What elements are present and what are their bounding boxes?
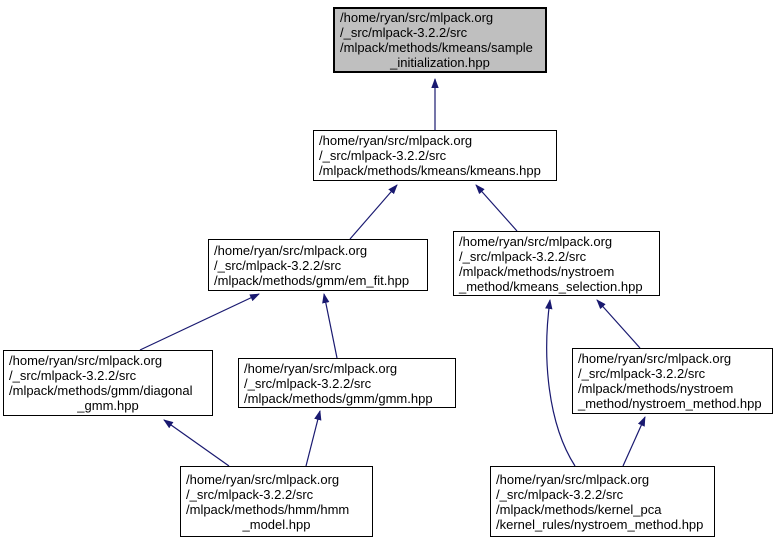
node-path-line: _initialization.hpp bbox=[390, 55, 490, 70]
node-path-line: /_src/mlpack-3.2.2/src bbox=[214, 257, 342, 273]
node-path-line: _method/kmeans_selection.hpp bbox=[459, 278, 643, 294]
node-kmeans-selection-hpp[interactable]: /home/ryan/src/mlpack.org /_src/mlpack-3… bbox=[453, 231, 660, 296]
node-path-line: /mlpack/methods/kmeans/sample bbox=[340, 40, 533, 55]
node-path-line: /_src/mlpack-3.2.2/src bbox=[186, 486, 314, 502]
node-path-line: /mlpack/methods/kmeans/kmeans.hpp bbox=[319, 163, 541, 178]
node-sample-initialization-hpp[interactable]: /home/ryan/src/mlpack.org /_src/mlpack-3… bbox=[333, 7, 547, 73]
node-path-line: _model.hpp bbox=[242, 516, 311, 532]
node-path-line: /mlpack/methods/gmm/em_fit.hpp bbox=[214, 272, 410, 288]
node-path-line: /mlpack/methods/hmm/hmm bbox=[186, 501, 350, 517]
edge-kernel-pca-to-kmeans-selection bbox=[545, 299, 576, 467]
node-path-line: /home/ryan/src/mlpack.org bbox=[496, 471, 650, 487]
node-nystroem-method-hpp[interactable]: /home/ryan/src/mlpack.org /_src/mlpack-3… bbox=[572, 348, 773, 414]
edge-em-fit-to-kmeans bbox=[349, 184, 398, 240]
edge-nystroem-method-to-kmeans-selection bbox=[596, 299, 641, 349]
node-path-line: /home/ryan/src/mlpack.org bbox=[214, 242, 368, 258]
node-path-line: /_src/mlpack-3.2.2/src bbox=[459, 248, 587, 264]
node-path-line: /mlpack/methods/gmm/gmm.hpp bbox=[244, 390, 433, 406]
node-kernel-pca-nystroem-method-hpp[interactable]: /home/ryan/src/mlpack.org /_src/mlpack-3… bbox=[490, 466, 715, 537]
node-gmm-hpp[interactable]: /home/ryan/src/mlpack.org /_src/mlpack-3… bbox=[238, 358, 456, 408]
node-path-line: /home/ryan/src/mlpack.org bbox=[186, 471, 340, 487]
node-path-line: /home/ryan/src/mlpack.org bbox=[459, 233, 613, 249]
node-hmm-model-hpp[interactable]: /home/ryan/src/mlpack.org /_src/mlpack-3… bbox=[180, 466, 373, 537]
node-diagonal-gmm-hpp[interactable]: /home/ryan/src/mlpack.org /_src/mlpack-3… bbox=[3, 350, 213, 416]
node-path-line: /_src/mlpack-3.2.2/src bbox=[9, 368, 137, 383]
node-path-line: /_src/mlpack-3.2.2/src bbox=[340, 25, 468, 40]
edge-gmm-to-em-fit bbox=[322, 293, 338, 359]
node-path-line: /_src/mlpack-3.2.2/src bbox=[578, 366, 706, 381]
node-path-line: /mlpack/methods/gmm/diagonal bbox=[9, 383, 193, 398]
edge-kmeans-selection-to-kmeans bbox=[475, 184, 518, 232]
node-path-line: /home/ryan/src/mlpack.org bbox=[319, 133, 473, 148]
node-path-line: _gmm.hpp bbox=[77, 398, 139, 413]
node-path-line: /_src/mlpack-3.2.2/src bbox=[244, 375, 372, 391]
node-path-line: /mlpack/methods/nystroem bbox=[459, 263, 615, 279]
edge-kernel-pca-to-nystroem-method bbox=[622, 416, 646, 467]
node-path-line: /mlpack/methods/kernel_pca bbox=[496, 501, 662, 517]
node-path-line: /_src/mlpack-3.2.2/src bbox=[319, 148, 447, 163]
node-em-fit-hpp[interactable]: /home/ryan/src/mlpack.org /_src/mlpack-3… bbox=[208, 239, 428, 291]
edge-hmm-model-to-gmm bbox=[305, 410, 322, 467]
node-path-line: /home/ryan/src/mlpack.org bbox=[340, 10, 494, 25]
node-path-line: /home/ryan/src/mlpack.org bbox=[244, 360, 398, 376]
node-path-line: /home/ryan/src/mlpack.org bbox=[9, 353, 163, 368]
node-kmeans-hpp[interactable]: /home/ryan/src/mlpack.org /_src/mlpack-3… bbox=[313, 130, 557, 181]
node-path-line: _method/nystroem_method.hpp bbox=[578, 396, 762, 411]
node-path-line: /home/ryan/src/mlpack.org bbox=[578, 351, 732, 366]
edge-hmm-model-to-diagonal-gmm bbox=[163, 419, 230, 467]
node-path-line: /_src/mlpack-3.2.2/src bbox=[496, 486, 624, 502]
edge-diagonal-gmm-to-em-fit bbox=[139, 293, 260, 351]
node-path-line: /kernel_rules/nystroem_method.hpp bbox=[496, 516, 704, 532]
node-path-line: /mlpack/methods/nystroem bbox=[578, 381, 734, 396]
